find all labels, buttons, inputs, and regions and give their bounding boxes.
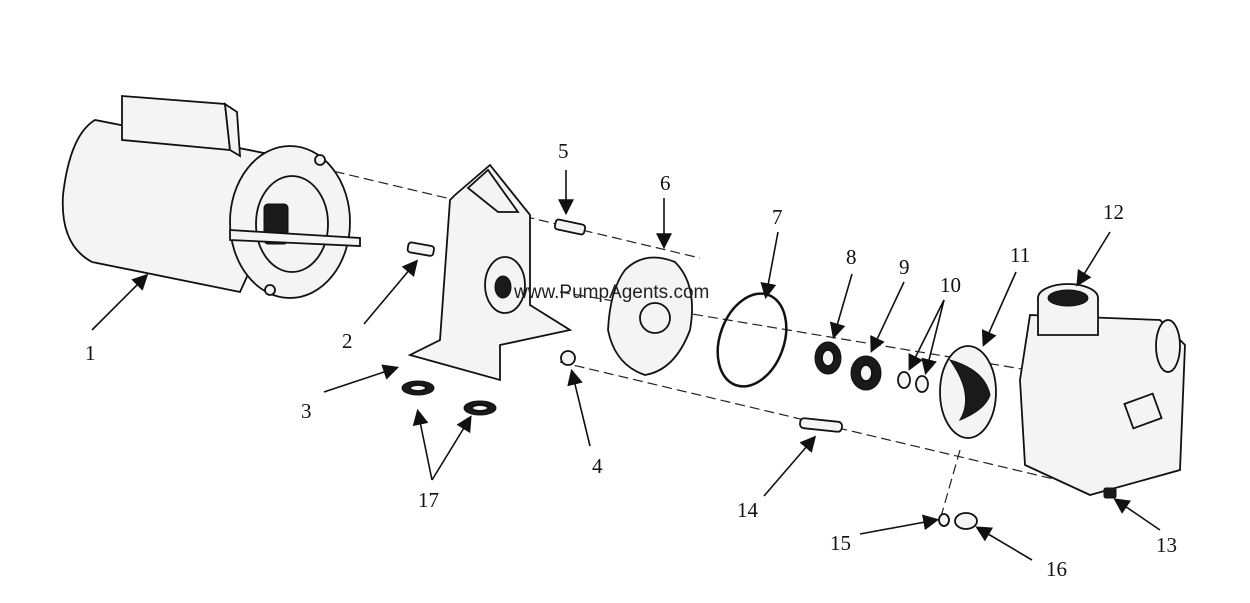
label-14: 14 [737,498,759,522]
seal [814,341,842,375]
impeller [939,345,997,439]
shaft-pin [799,417,843,433]
label-17: 17 [418,488,439,512]
label-8: 8 [846,245,857,269]
seal-spring [850,355,882,391]
pump-body [1019,283,1186,496]
bolt [406,241,435,257]
bracket-adapter [407,163,573,382]
screw [553,218,587,236]
label-3: 3 [301,399,312,423]
label-9: 9 [899,255,910,279]
label-6: 6 [660,171,671,195]
label-4: 4 [592,454,603,478]
leader-arrows [91,170,1161,561]
label-2: 2 [342,329,353,353]
drain-plug [1103,487,1117,499]
label-13: 13 [1156,533,1177,557]
label-10: 10 [940,273,961,297]
small-washer [938,513,950,527]
label-11: 11 [1010,243,1030,267]
plug [954,512,978,530]
label-1: 1 [85,341,96,365]
label-5: 5 [558,139,569,163]
o-ring [716,292,788,388]
label-12: 12 [1103,200,1124,224]
seal-plate [607,256,693,376]
label-15: 15 [830,531,851,555]
rubber-feet [401,380,497,416]
label-7: 7 [772,205,783,229]
watermark-text: www.PumpAgents.com [513,282,709,303]
motor [61,95,361,299]
nut [560,350,576,366]
washers [897,371,929,393]
label-16: 16 [1046,557,1067,581]
